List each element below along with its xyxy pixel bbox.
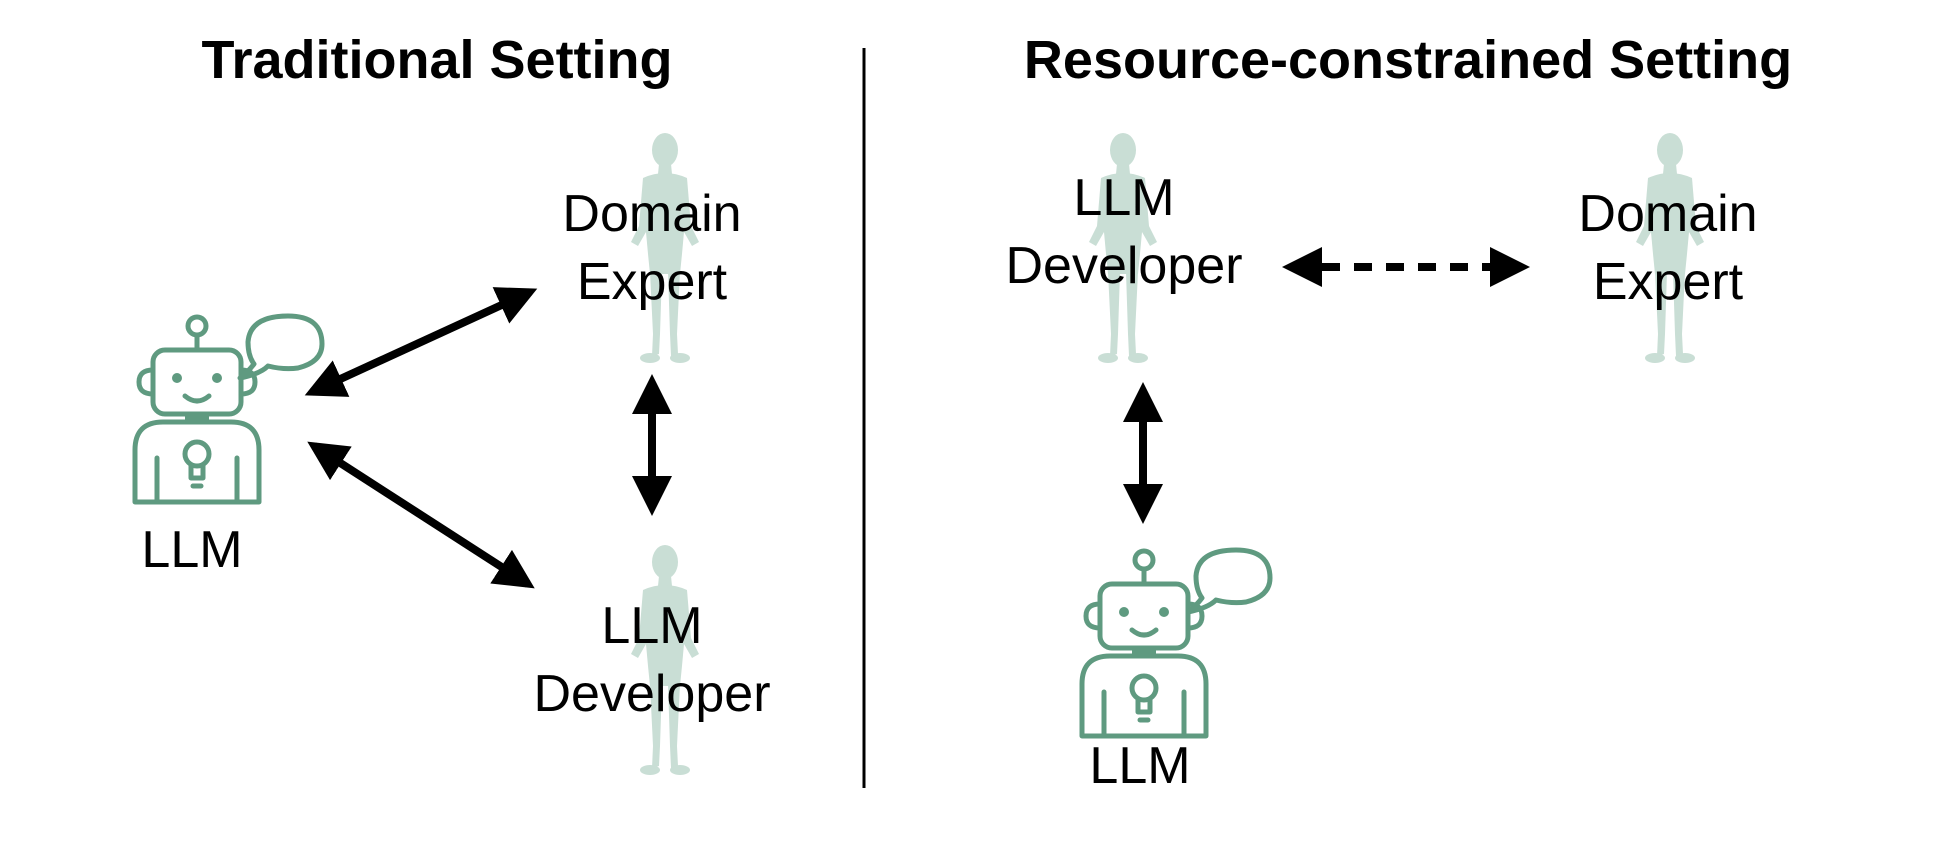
resource-constrained-setting-title: Resource-constrained Setting xyxy=(1023,30,1793,90)
llm-label: LLM xyxy=(1089,737,1191,795)
robot-icon xyxy=(135,317,259,502)
arrow-llm-domain-expert xyxy=(304,287,538,397)
arrow-llm-llm-developer xyxy=(307,441,535,589)
llm-label: LLM xyxy=(141,521,243,579)
speech-bubble-icon xyxy=(240,316,322,378)
speech-bubble-icon xyxy=(1188,550,1270,612)
robot-icon xyxy=(1082,551,1206,736)
traditional-setting-title: Traditional Setting xyxy=(201,30,673,90)
